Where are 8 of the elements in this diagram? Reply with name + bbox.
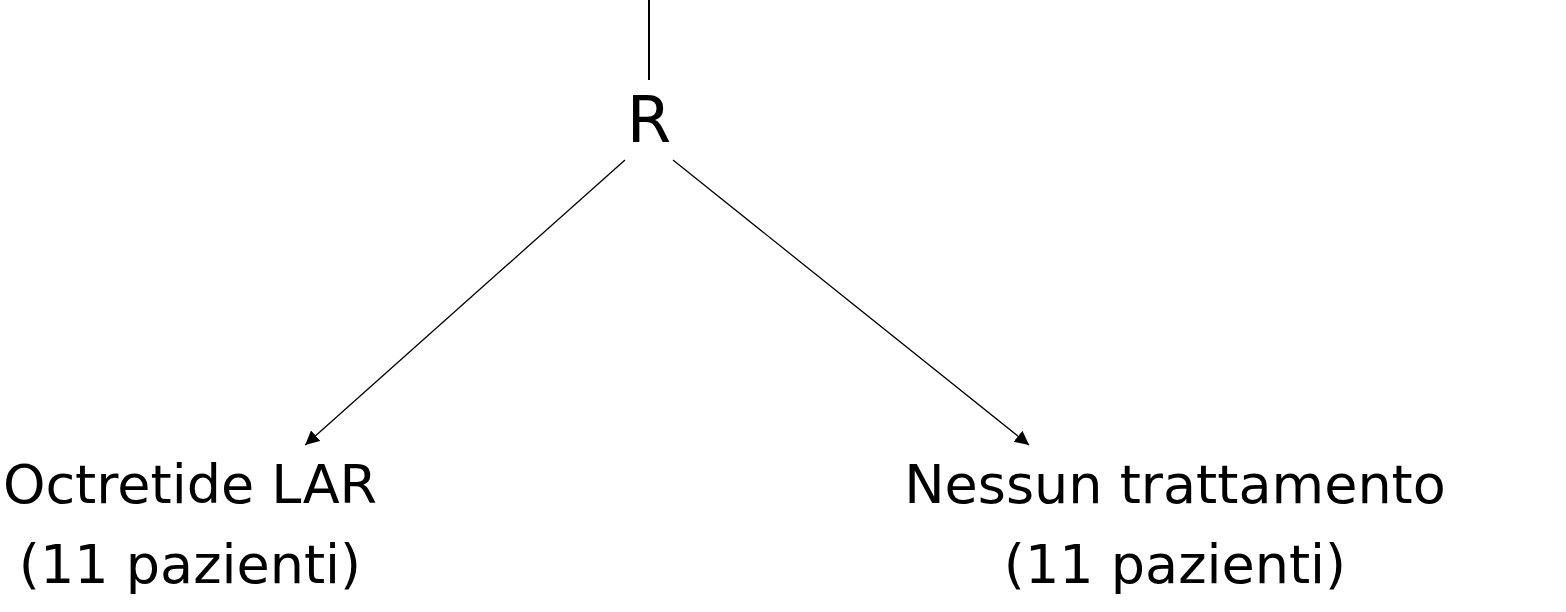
line [648,0,650,81]
patient-count: (11 pazienti) [18,532,362,598]
arrow [672,159,1030,446]
arm-name: Octretide LAR [2,452,378,518]
arm-name: Nessun trattamento [904,452,1446,518]
arm-name: R [626,82,672,159]
arrow [304,159,626,446]
patient-count: (11 pazienti) [1003,532,1347,598]
